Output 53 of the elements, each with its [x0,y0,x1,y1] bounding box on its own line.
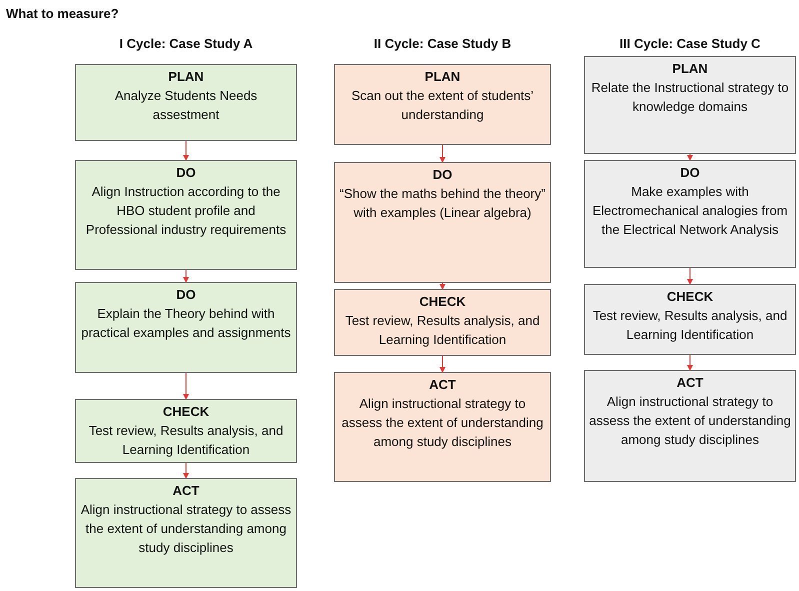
arrow [183,372,189,400]
step-heading: DO [680,164,700,182]
process-box [75,282,297,373]
process-box [584,160,796,268]
process-box [334,289,551,356]
step-description: Relate the Instructional strategy to knowledge domains [590,79,790,116]
process-box [75,64,297,141]
column-heading: III Cycle: Case Study C [618,35,762,53]
process-box [584,370,796,482]
step-description: “Show the maths behind the theory” with examples (Linear algebra) [339,185,546,222]
process-box [75,160,297,270]
step-heading: DO [432,166,452,184]
column-heading: I Cycle: Case Study A [118,35,254,53]
process-box [75,478,297,588]
step-heading: PLAN [424,68,460,86]
step-description: Align instructional strategy to assess the extent of understanding among study disciplines [80,501,292,557]
step-heading: DO [176,164,196,182]
arrow [183,462,189,479]
process-box [334,372,551,482]
arrow [183,270,189,283]
arrow [440,282,446,290]
step-heading: CHECK [419,293,466,311]
step-heading: PLAN [672,60,708,78]
process-box [584,284,796,355]
step-description: Test review, Results analysis, and Learning Identification [344,312,541,349]
column-heading: II Cycle: Case Study B [372,35,512,53]
step-heading: PLAN [168,68,204,86]
step-description: Align Instruction according to the HBO student profile and Professional industry requirements [84,183,288,239]
step-description: Test review, Results analysis, and Learning Identification [88,422,284,459]
arrow [687,268,693,285]
diagram-title: What to measure? [6,5,119,23]
step-description: Align instructional strategy to assess the extent of understanding among study disciplines [589,393,791,449]
step-heading: DO [176,286,196,304]
process-box [75,399,297,463]
arrow [687,154,693,161]
step-description: Scan out the extent of students’ understanding [350,87,535,124]
step-description: Make examples with Electromechanical analogies from the Electrical Network Analysis [591,183,789,239]
process-box [334,162,551,283]
step-description: Analyze Students Needs assestment [114,87,258,124]
step-heading: CHECK [162,403,210,421]
step-heading: ACT [429,376,456,394]
arrow [440,144,446,163]
arrow [183,140,189,161]
arrow [440,356,446,373]
arrow [687,354,693,371]
step-description: Test review, Results analysis, and Learning Identification [592,307,788,344]
step-heading: ACT [676,374,704,392]
step-description: Align instructional strategy to assess the extent of understanding among study disciplines [340,395,544,451]
step-description: Explain the Theory behind with practical examples and assignments [80,305,292,342]
step-heading: CHECK [666,288,714,306]
process-box [334,64,551,145]
step-heading: ACT [172,482,200,500]
process-box [584,56,796,154]
